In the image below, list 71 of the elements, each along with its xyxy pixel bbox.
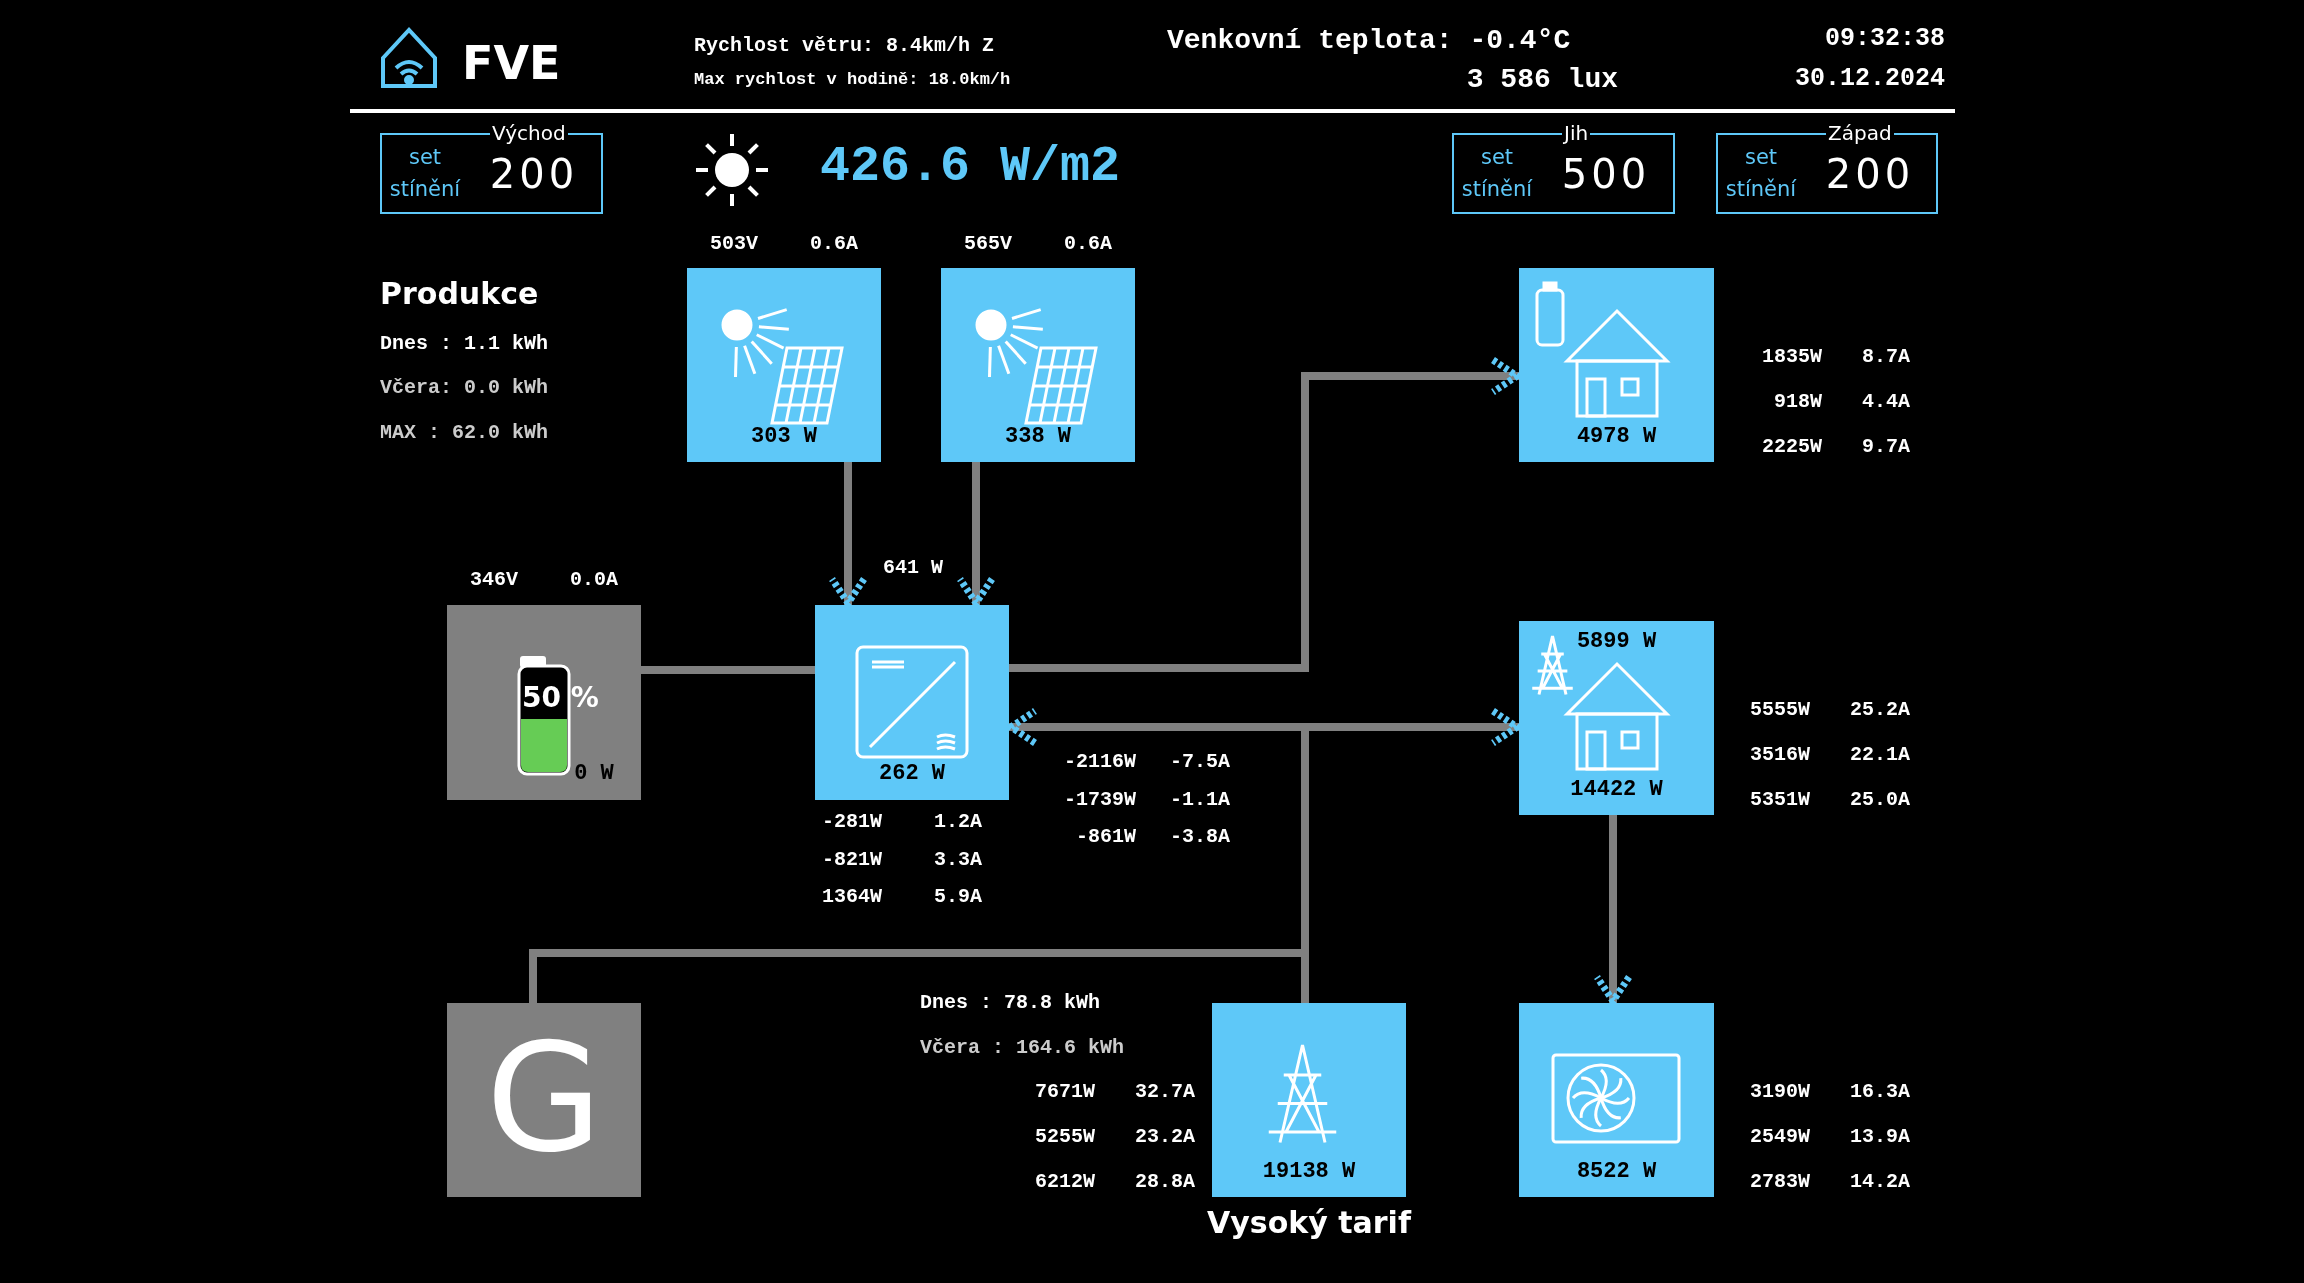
date-text: 30.12.2024 — [1793, 64, 1945, 93]
connector-line — [529, 949, 1309, 1003]
stat-text: Dnes : 1.1 kWh — [380, 332, 549, 355]
phase-reading: 1835W 8.7A — [1760, 345, 1910, 368]
phase-reading: -1739W -1.1A — [1062, 788, 1230, 811]
reading-text: Rychlost větru: 8.4km/h Z — [694, 34, 995, 57]
generator-letter: G — [484, 1011, 604, 1185]
phase-reading: 6212W 28.8A — [1033, 1170, 1195, 1193]
phase-reading: 5351W 25.0A — [1748, 788, 1910, 811]
phase-reading: 2225W 9.7A — [1760, 435, 1910, 458]
phase-reading: 3190W 16.3A — [1748, 1080, 1910, 1103]
flow-arrow — [956, 462, 996, 607]
power-value: 641 W — [883, 556, 943, 579]
grid-tile — [1212, 1003, 1406, 1197]
power-value: 19138 W — [1261, 1159, 1357, 1184]
stat-text: MAX : 62.0 kWh — [380, 421, 549, 444]
reading-text: 3 586 lux — [1465, 64, 1618, 95]
solar-panel-tile — [941, 268, 1135, 462]
phase-reading: -281W 1.2A — [822, 810, 984, 833]
reading-text: Max rychlost v hodině: 18.0km/h — [694, 70, 1011, 89]
power-value: 0 W — [573, 761, 615, 786]
phase-reading: 2783W 14.2A — [1748, 1170, 1910, 1193]
phase-reading: 7671W 32.7A — [1033, 1080, 1195, 1103]
tariff-label: Vysoký tarif — [1206, 1205, 1413, 1240]
phase-reading: 5555W 25.2A — [1748, 698, 1910, 721]
phase-reading: 5255W 23.2A — [1033, 1125, 1195, 1148]
power-value: 4978 W — [1575, 424, 1658, 449]
stat-text: Včera: 0.0 kWh — [380, 376, 549, 399]
irradiance-value: 426.6 W/m2 — [820, 138, 1121, 195]
phase-reading: -861W -3.8A — [1074, 825, 1230, 848]
phase-reading: -821W 3.3A — [822, 848, 984, 871]
flow-arrow — [1593, 815, 1633, 1005]
setting-value: 200 — [1824, 151, 1916, 197]
solar-panel-tile — [687, 268, 881, 462]
title: FVE — [462, 36, 561, 90]
battery-tile — [447, 605, 641, 800]
phase-reading: 346V 0.0A — [469, 568, 619, 591]
section-heading: Produkce — [380, 276, 539, 311]
house-tile — [1519, 268, 1714, 462]
stat-text: Včera : 164.6 kWh — [920, 1036, 1125, 1059]
reading-text: Venkovní teplota: -0.4°C — [1167, 25, 1571, 56]
phase-reading: 2549W 13.9A — [1748, 1125, 1910, 1148]
phase-reading: 565V 0.6A — [963, 232, 1113, 255]
box-heading: Východ — [490, 121, 568, 145]
phase-reading: 3516W 22.1A — [1748, 743, 1910, 766]
power-value: 262 W — [878, 761, 946, 786]
power-value: 303 W — [750, 424, 818, 449]
setting-label: set stínění — [1460, 144, 1534, 203]
flow-arrow — [828, 462, 868, 607]
charge-percent: 50 % — [522, 681, 600, 714]
generator-tile — [447, 1003, 641, 1197]
power-value: 5899 W — [1575, 629, 1658, 654]
house-tile — [1519, 621, 1714, 815]
connector-line — [641, 666, 815, 674]
power-value: 14422 W — [1569, 777, 1664, 802]
inverter-tile — [815, 605, 1009, 800]
setting-value: 200 — [488, 151, 580, 197]
setting-value: 500 — [1560, 151, 1652, 197]
phase-reading: 918W 4.4A — [1772, 390, 1910, 413]
stat-text: Dnes : 78.8 kWh — [920, 991, 1101, 1014]
box-heading: Západ — [1826, 121, 1894, 145]
phase-reading: -2116W -7.5A — [1062, 750, 1230, 773]
power-value: 338 W — [1004, 424, 1072, 449]
phase-reading: 503V 0.6A — [709, 232, 859, 255]
heat-pump-tile — [1519, 1003, 1714, 1197]
clock-text: 09:32:38 — [1823, 24, 1945, 53]
phase-reading: 1364W 5.9A — [822, 885, 984, 908]
power-value: 8522 W — [1575, 1159, 1658, 1184]
setting-label: set stínění — [388, 144, 462, 203]
flow-arrow — [1009, 356, 1521, 672]
setting-label: set stínění — [1724, 144, 1798, 203]
